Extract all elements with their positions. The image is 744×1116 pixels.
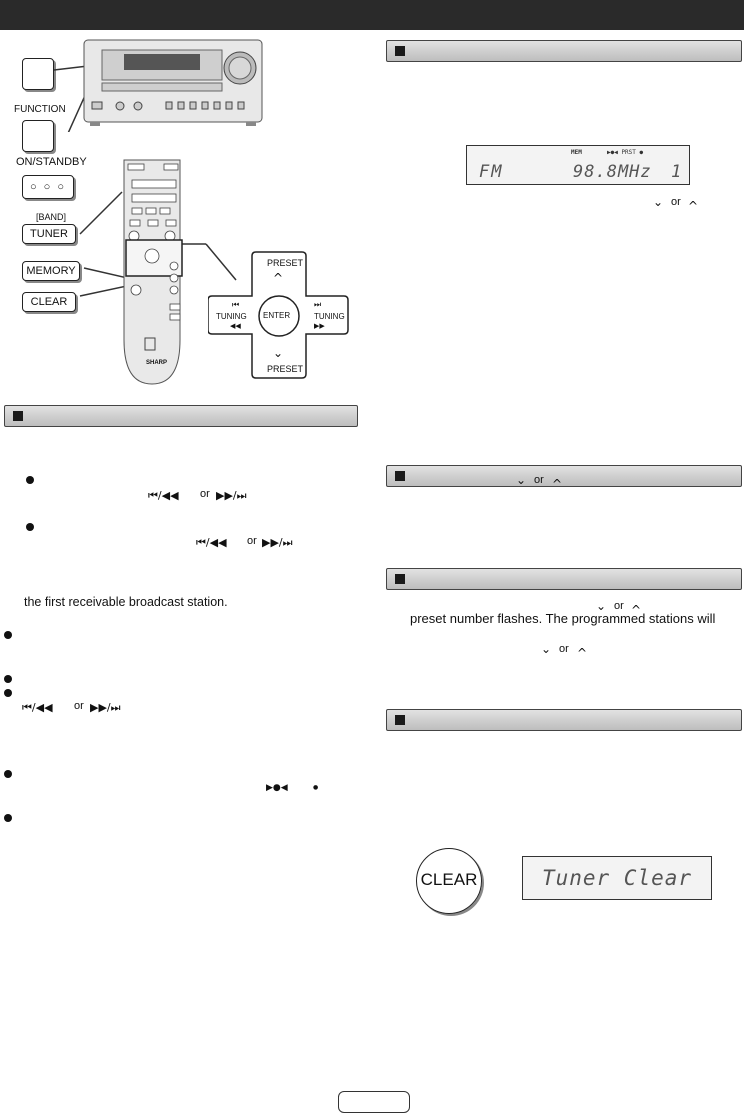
clear-button-unit: CLEAR bbox=[22, 292, 76, 312]
stereo-dot-symbol: ● bbox=[313, 784, 319, 791]
remote-brand: SHARP bbox=[146, 360, 168, 366]
fm-display: MEM ▶●◀ PRST ● FM 98.8MHz 1 bbox=[466, 145, 690, 185]
dpad-prev-icon: ⏮ bbox=[232, 300, 240, 309]
page-header-bar bbox=[0, 0, 744, 30]
section-header-erase bbox=[386, 709, 742, 731]
fm-band-text: FM bbox=[479, 162, 504, 182]
unit-button-top bbox=[22, 58, 54, 90]
preset-indicator: ▶●◀ PRST ● bbox=[607, 149, 644, 156]
or-text-6: or bbox=[614, 600, 624, 612]
function-button bbox=[22, 120, 54, 152]
dpad-enter-label: ENTER bbox=[263, 311, 291, 320]
skip-fwd-symbol-1: ▶▶/⏭ bbox=[216, 489, 247, 502]
dpad-tuning-right-label: TUNING bbox=[314, 312, 345, 321]
skip-fwd-symbol-3: ▶▶/⏭ bbox=[90, 701, 121, 714]
down-chevron-icon: ⌄ bbox=[541, 642, 552, 656]
skip-fwd-symbol-2: ▶▶/⏭ bbox=[262, 536, 293, 549]
down-chevron-icon: ⌄ bbox=[653, 195, 664, 209]
bullet-icon bbox=[4, 770, 12, 778]
header-square-icon bbox=[395, 46, 405, 56]
bullet-icon bbox=[4, 675, 12, 683]
dpad-down-icon: ⌄ bbox=[273, 346, 284, 360]
remote-control-illustration bbox=[79, 159, 237, 385]
tuner-clear-display: Tuner Clear bbox=[522, 856, 712, 900]
header-square-icon bbox=[13, 411, 23, 421]
up-chevron-icon: ^ bbox=[631, 603, 642, 617]
up-chevron-icon: ^ bbox=[577, 646, 588, 660]
bullet-icon bbox=[4, 689, 12, 697]
dpad-up-icon: ^ bbox=[273, 271, 284, 285]
section-header-presetting bbox=[386, 40, 742, 62]
dpad-forward-icon: ▶▶ bbox=[314, 322, 325, 330]
dpad-next-icon: ⏭ bbox=[314, 300, 322, 309]
stereo-symbol: ▶●◀ bbox=[266, 783, 288, 793]
fm-frequency-text: 98.8MHz bbox=[573, 162, 652, 182]
or-text-1: or bbox=[200, 488, 210, 500]
bullet-icon bbox=[4, 631, 12, 639]
section-header-tuning bbox=[4, 405, 358, 427]
fm-preset-number: 1 bbox=[671, 162, 682, 182]
dpad-preset-bottom-label: PRESET bbox=[267, 364, 304, 374]
bullet-icon bbox=[26, 476, 34, 484]
or-text-3: or bbox=[74, 700, 84, 712]
dpad-illustration bbox=[208, 251, 349, 379]
skip-back-symbol-2: ⏮/◀◀ bbox=[196, 536, 227, 549]
down-chevron-icon: ⌄ bbox=[596, 599, 607, 613]
on-standby-label: ON/STANDBY bbox=[16, 156, 87, 168]
tuner-button: TUNER bbox=[22, 224, 76, 244]
header-square-icon bbox=[395, 574, 405, 584]
function-label: FUNCTION bbox=[14, 104, 66, 115]
preset-flashes-text: preset number flashes. The programmed st… bbox=[410, 611, 716, 626]
main-unit-illustration bbox=[54, 39, 263, 132]
page-number-box bbox=[338, 1091, 410, 1113]
clear-round-button: CLEAR bbox=[416, 848, 482, 914]
bullet-icon bbox=[26, 523, 34, 531]
header-square-icon bbox=[395, 715, 405, 725]
down-chevron-icon: ⌄ bbox=[516, 473, 527, 487]
dpad-preset-top-label: PRESET bbox=[267, 258, 304, 268]
section-header-recall bbox=[386, 465, 742, 487]
mem-indicator: MEM bbox=[571, 149, 582, 156]
dpad-rewind-icon: ◀◀ bbox=[230, 322, 241, 330]
or-text-2: or bbox=[247, 535, 257, 547]
first-receivable-text: the first receivable broadcast station. bbox=[24, 595, 228, 609]
header-square-icon bbox=[395, 471, 405, 481]
bullet-icon bbox=[4, 814, 12, 822]
or-text-5: or bbox=[534, 474, 544, 486]
dpad-tuning-left-label: TUNING bbox=[216, 312, 247, 321]
up-chevron-icon: ^ bbox=[552, 477, 563, 491]
or-text-4: or bbox=[671, 196, 681, 208]
on-standby-button: ○ ○ ○ bbox=[22, 175, 74, 199]
band-label: [BAND] bbox=[36, 212, 67, 222]
memory-button: MEMORY bbox=[22, 261, 80, 281]
or-text-7: or bbox=[559, 643, 569, 655]
section-header-scan bbox=[386, 568, 742, 590]
up-chevron-icon: ^ bbox=[688, 199, 699, 213]
skip-back-symbol-1: ⏮/◀◀ bbox=[148, 489, 179, 502]
skip-back-symbol-3: ⏮/◀◀ bbox=[22, 701, 53, 714]
